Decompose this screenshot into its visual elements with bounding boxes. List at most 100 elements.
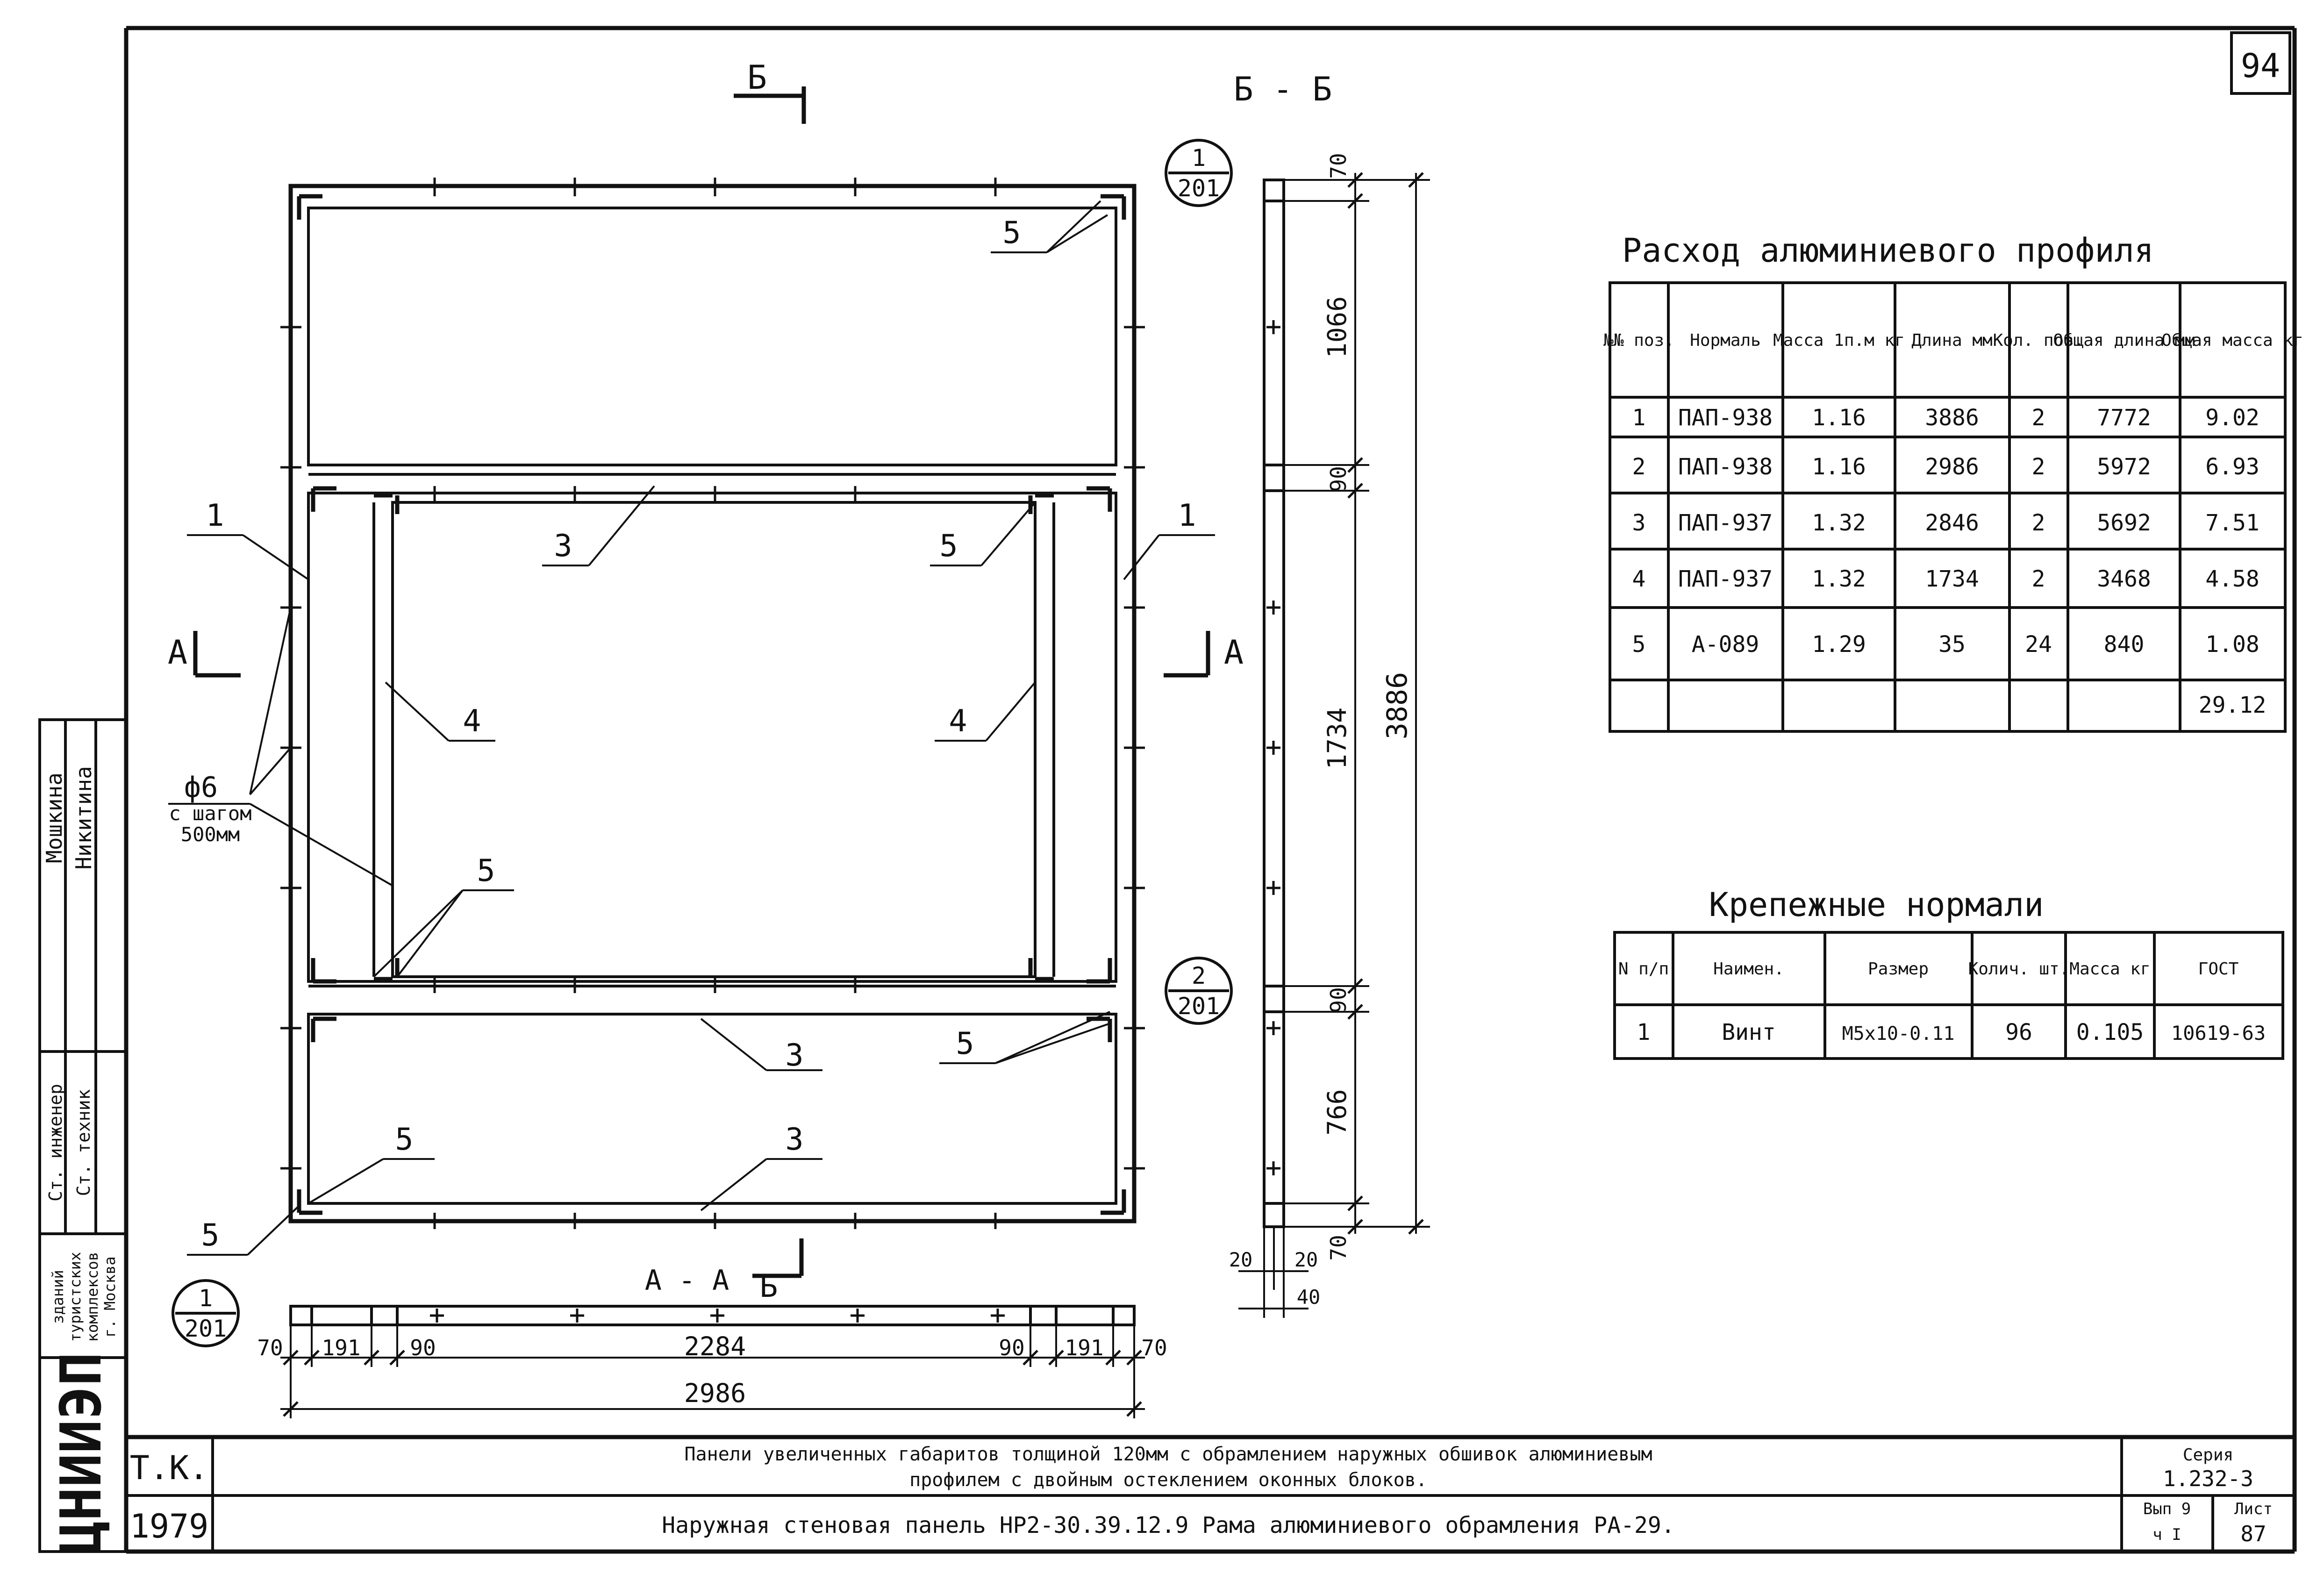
frame-elevation: [280, 178, 1145, 1229]
profile-table-cell: 4: [1632, 566, 1646, 592]
svg-text:Нормаль: Нормаль: [1690, 331, 1761, 350]
svg-text:зданий: зданий: [49, 1270, 67, 1324]
svg-text:Лист: Лист: [2234, 1500, 2273, 1518]
title-line-2: профилем с двойным остеклением оконных б…: [909, 1469, 1427, 1491]
svg-text:191: 191: [1065, 1335, 1103, 1360]
profile-table-cell: 3468: [2097, 566, 2151, 592]
svg-text:70: 70: [257, 1335, 283, 1360]
profile-table-cell: ПАП-938: [1678, 405, 1773, 431]
svg-text:комплексов: комплексов: [84, 1252, 101, 1342]
section-bb-title: Б - Б: [1234, 70, 1332, 108]
profile-table-cell: 7.51: [2205, 510, 2260, 536]
svg-text:40: 40: [1297, 1286, 1321, 1309]
svg-text:1.232-3: 1.232-3: [2163, 1466, 2253, 1491]
svg-text:А: А: [1224, 633, 1244, 672]
svg-text:766: 766: [1322, 1089, 1352, 1135]
svg-text:3: 3: [554, 529, 572, 564]
svg-text:с шагом: с шагом: [169, 802, 251, 825]
svg-text:N п/п: N п/п: [1618, 959, 1669, 979]
svg-text:500мм: 500мм: [181, 823, 240, 846]
profile-table-cell: 840: [2104, 631, 2145, 658]
svg-text:5: 5: [201, 1218, 219, 1253]
svg-text:191: 191: [322, 1335, 360, 1360]
svg-text:4: 4: [949, 704, 967, 739]
profile-table-cell: 1.29: [1812, 631, 1866, 658]
profile-table-cell: 9.02: [2205, 405, 2260, 431]
svg-text:96: 96: [2005, 1019, 2032, 1045]
svg-text:201: 201: [1178, 175, 1220, 202]
profile-table-cell: 3: [1632, 510, 1646, 536]
svg-text:3886: 3886: [1381, 672, 1414, 740]
org-logo: ЦНИИЭП: [49, 1352, 114, 1554]
profile-table-cell: 5692: [2097, 510, 2151, 536]
profile-table-cell: ПАП-937: [1678, 566, 1773, 592]
section-bb: 70 1066 90 1734 90 766 70 3886 20 20 40: [1229, 153, 1430, 1318]
svg-text:Винт: Винт: [1722, 1019, 1776, 1045]
svg-text:Общая длина мм: Общая длина мм: [2053, 331, 2195, 350]
svg-text:70: 70: [1326, 1235, 1351, 1260]
detail-ref-1: 1 201: [1165, 139, 1233, 207]
detail-ref-3: 1 201: [172, 1279, 240, 1347]
svg-text:1: 1: [1178, 498, 1196, 533]
profile-table-cell: 2: [1632, 454, 1646, 480]
profile-table-cell: 2: [2032, 454, 2045, 480]
svg-text:20: 20: [1294, 1248, 1318, 1271]
svg-text:Б: Б: [747, 58, 767, 97]
profile-table-cell: ПАП-937: [1678, 510, 1773, 536]
svg-text:Никитина: Никитина: [71, 766, 96, 870]
svg-text:5: 5: [395, 1122, 413, 1157]
svg-text:5: 5: [477, 853, 495, 888]
svg-text:туристских: туристских: [66, 1252, 84, 1342]
rod-note: ф6 с шагом 500мм: [168, 607, 393, 887]
svg-text:70: 70: [1326, 153, 1351, 179]
svg-text:№№ поз.: №№ поз.: [1603, 331, 1674, 350]
svg-text:Вып 9: Вып 9: [2143, 1500, 2191, 1518]
svg-text:90: 90: [1326, 466, 1351, 492]
svg-text:Кол. поз.: Кол. поз.: [1993, 331, 2084, 350]
svg-text:201: 201: [1178, 993, 1220, 1020]
profile-table-cell: 1: [1632, 405, 1646, 431]
profile-table-cell: 3886: [1925, 405, 1979, 431]
profile-table-cell: 1.32: [1812, 566, 1866, 592]
svg-text:10619-63: 10619-63: [2171, 1022, 2266, 1044]
section-mark-b-top: Б: [734, 58, 806, 124]
svg-text:Ст. техник: Ст. техник: [73, 1089, 94, 1196]
svg-text:Т.К.: Т.К.: [130, 1449, 209, 1487]
svg-text:5: 5: [956, 1026, 974, 1061]
sheet-number-box: 94: [2230, 31, 2291, 95]
svg-text:5: 5: [1002, 215, 1021, 250]
svg-text:Масса кг: Масса кг: [2069, 959, 2150, 979]
svg-text:1: 1: [1192, 144, 1206, 172]
profile-table-cell: А-089: [1692, 631, 1759, 658]
svg-text:2284: 2284: [684, 1331, 746, 1361]
svg-text:1: 1: [199, 1285, 213, 1312]
svg-text:1979: 1979: [130, 1507, 209, 1545]
svg-text:3: 3: [785, 1122, 803, 1157]
svg-text:5: 5: [939, 529, 958, 564]
svg-text:3: 3: [785, 1038, 803, 1073]
svg-text:2: 2: [1192, 962, 1206, 989]
profile-table-cell: 5: [1632, 631, 1646, 658]
sheet-number: 94: [2241, 47, 2280, 85]
profile-table-cell: 4.58: [2205, 566, 2260, 592]
svg-text:Длина мм: Длина мм: [1911, 331, 1992, 350]
profile-table-cell: 5972: [2097, 454, 2151, 480]
profile-table-cell: 1.16: [1812, 454, 1866, 480]
profile-table-cell: 7772: [2097, 405, 2151, 431]
svg-text:Общая масса кг: Общая масса кг: [2161, 331, 2303, 350]
profile-table-cell: 2: [2032, 510, 2045, 536]
profile-table-cell: 6.93: [2205, 454, 2260, 480]
svg-text:1: 1: [206, 498, 224, 533]
profile-table-cell: 2846: [1925, 510, 1979, 536]
position-labels: 5 1 1 3 5 4 4 5 3 5 5: [187, 200, 1215, 1256]
profile-table-cell: 1734: [1925, 566, 1979, 592]
svg-text:М5х10-0.11: М5х10-0.11: [1842, 1023, 1955, 1044]
profile-table-cell: 1.32: [1812, 510, 1866, 536]
profile-table-cell: 35: [1938, 631, 1966, 658]
profile-table-cell: 2: [2032, 566, 2045, 592]
section-mark-a-right: А: [1164, 631, 1244, 678]
svg-text:Размер: Размер: [1868, 959, 1929, 979]
section-aa: А - А Б: [257, 1238, 1167, 1418]
svg-text:1734: 1734: [1322, 708, 1352, 769]
